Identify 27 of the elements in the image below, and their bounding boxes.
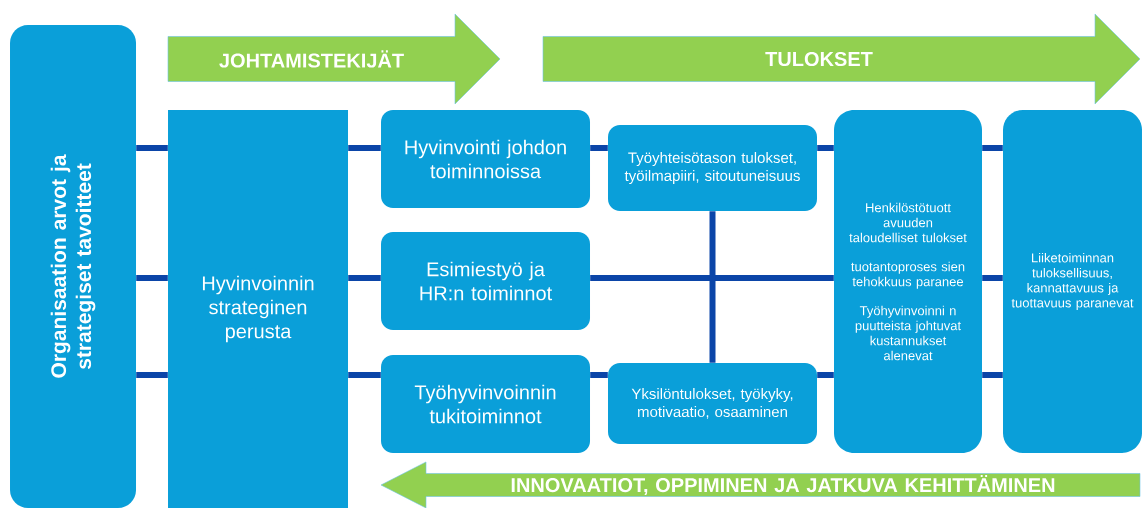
rounded-box: Liiketoiminnan tuloksellisuus, kannattavuus ja tuottavuus paranevat — [1003, 110, 1142, 453]
rounded-box: Työhyvinvoinnin tukitoiminnot — [381, 355, 590, 453]
connector-line — [982, 372, 1003, 378]
connector-line — [590, 275, 834, 281]
rounded-box: Esimiestyö ja HR:n toiminnot — [381, 232, 590, 330]
connector-line — [817, 145, 834, 151]
connector-line — [136, 145, 168, 151]
connector-line — [709, 211, 716, 363]
connector-line — [348, 145, 381, 151]
arrow-banner: INNOVAATIOT, OPPIMINEN JA JATKUVA KEHITTÄMINEN — [380, 461, 1141, 508]
rounded-box: Yksilöntulokset, työkyky, motivaatio, osaaminen — [608, 363, 817, 444]
connector-line — [348, 275, 381, 281]
arrow-banner: JOHTAMISTEKIJÄT — [167, 13, 501, 105]
tall-box: Organisaation arvot ja strategiset tavoitteet — [10, 25, 136, 508]
connector-line — [136, 372, 168, 378]
connector-line — [590, 372, 608, 378]
connector-line — [136, 275, 168, 281]
connector-line — [817, 372, 834, 378]
rounded-box: Henkilöstötuott avuuden taloudelliset tulokset tuotantoproses sien tehokkuus paranee Työhyvinvoinni n puutteista johtuvat kustannukset alenevat — [834, 110, 982, 453]
rounded-box: Työyhteisötason tulokset, työilmapiiri, sitoutuneisuus — [608, 125, 817, 211]
connector-line — [348, 372, 381, 378]
tall-box: Hyvinvoinnin strateginen perusta — [168, 110, 348, 508]
connector-line — [982, 275, 1003, 281]
connector-line — [982, 145, 1003, 151]
arrow-banner: TULOKSET — [542, 13, 1141, 105]
connector-line — [590, 145, 608, 151]
rounded-box: Hyvinvointi johdon toiminnoissa — [381, 110, 590, 208]
